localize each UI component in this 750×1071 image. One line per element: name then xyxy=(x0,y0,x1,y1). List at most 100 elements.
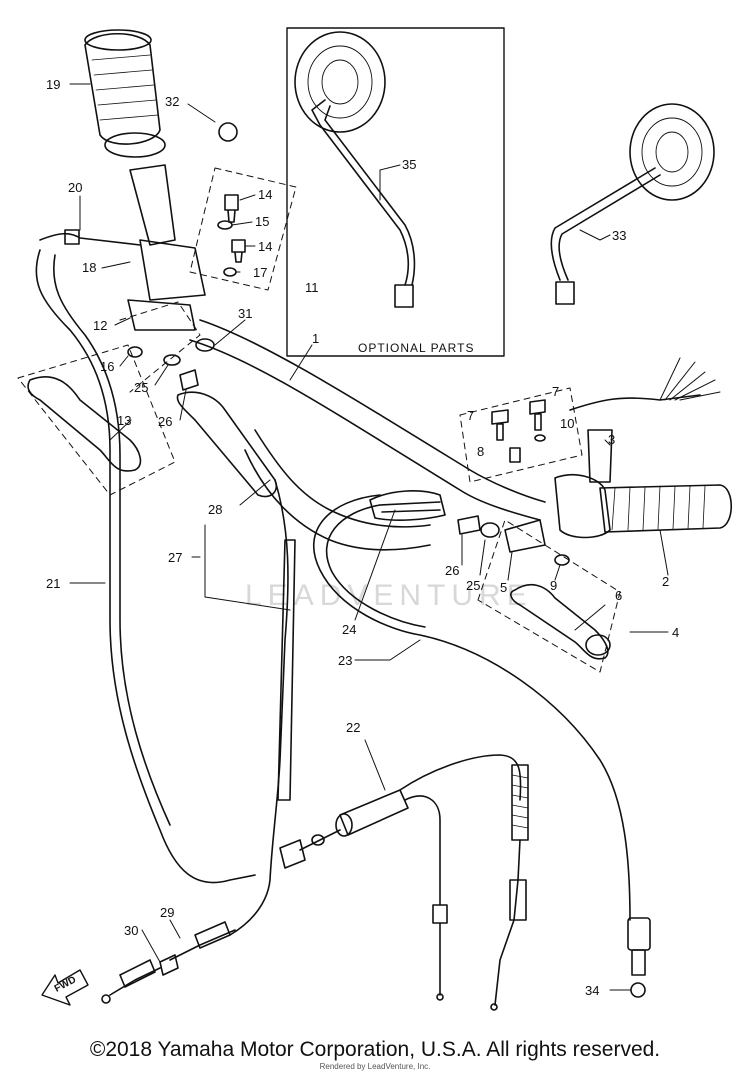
cable-22-end xyxy=(335,813,353,837)
callout-27: 27 xyxy=(168,550,182,565)
callout-34: 34 xyxy=(585,983,599,998)
rod-30-tip xyxy=(101,994,111,1004)
left-grip-end xyxy=(84,29,152,51)
callout-30: 30 xyxy=(124,923,138,938)
callout-1: 1 xyxy=(312,331,319,346)
mirror-35-stem-b xyxy=(324,105,416,286)
clutch-cable-adjuster xyxy=(39,232,141,246)
right-grip-texture xyxy=(611,485,706,531)
cable-22-housing xyxy=(339,789,409,836)
mirror-33-stem-b xyxy=(558,174,661,281)
lever-bracket-5 xyxy=(504,519,546,553)
mirror-33-ring2 xyxy=(655,131,689,173)
right-grip xyxy=(599,484,732,533)
left-bar-tube xyxy=(129,164,176,246)
callout-20: 20 xyxy=(68,180,82,195)
callout-11: 11 xyxy=(305,280,319,295)
throttle-part-25 xyxy=(163,354,181,366)
wire-ends xyxy=(659,357,721,401)
callout-35: 35 xyxy=(402,157,416,172)
callout-23: 23 xyxy=(338,653,352,668)
cable-22-spring-coils xyxy=(511,774,529,829)
mirror-33 xyxy=(629,103,715,201)
cable-23-inner xyxy=(325,504,426,628)
cable-22-end-a xyxy=(432,904,448,924)
mirror-35-base xyxy=(394,284,414,308)
throttle-part-26 xyxy=(179,369,199,391)
part-25b xyxy=(480,522,500,538)
mirror-35 xyxy=(294,31,386,133)
callout-16: 16 xyxy=(100,359,114,374)
nut-16 xyxy=(127,346,143,358)
handlebar-lower xyxy=(189,339,541,521)
cable-22-tip-b xyxy=(490,1003,498,1011)
throttle-part-31 xyxy=(195,338,215,352)
cable-end-34-tip xyxy=(631,949,646,976)
screw-14b xyxy=(231,239,246,263)
callout-13: 13 xyxy=(117,413,131,428)
handlebar-bend-lower xyxy=(244,449,431,551)
handlebar-pad-24 xyxy=(369,490,446,521)
callout-15: 15 xyxy=(255,214,269,229)
optional-parts-label: OPTIONAL PARTS xyxy=(358,341,474,355)
callout-7a: 7 xyxy=(467,408,474,423)
cable-27-sheath xyxy=(277,539,296,801)
callout-17: 17 xyxy=(253,265,267,280)
callout-26a: 26 xyxy=(158,414,172,429)
right-switch-3 xyxy=(587,429,613,483)
left-lever xyxy=(27,375,142,472)
cable-22-block xyxy=(509,879,527,921)
callout-14a: 14 xyxy=(258,187,272,202)
rendered-by-note: Rendered by LeadVenture, Inc. xyxy=(319,1062,431,1071)
bolt-7b xyxy=(529,399,546,431)
mirror-33-ring1 xyxy=(641,117,703,187)
junction-connector xyxy=(279,839,306,869)
right-lever xyxy=(510,583,609,660)
right-lever-tip xyxy=(585,634,611,656)
left-grip xyxy=(84,32,161,145)
left-switch-housing xyxy=(139,239,206,301)
left-grip-flange xyxy=(104,132,166,158)
fwd-arrow-icon xyxy=(41,969,89,1006)
part-26b xyxy=(457,515,481,535)
callout-9: 9 xyxy=(550,578,557,593)
optional-parts-box xyxy=(286,27,505,357)
callout-6: 6 xyxy=(615,588,622,603)
mirror-35-ring1 xyxy=(307,45,373,119)
callout-numbers: 19 32 20 14 15 14 18 17 11 12 31 16 1 25… xyxy=(46,77,679,998)
cable-22-sheath xyxy=(404,795,441,906)
dashed-group-right-bolts xyxy=(459,387,583,483)
callout-22: 22 xyxy=(346,720,360,735)
dashed-group-left-switch xyxy=(189,167,297,291)
callout-12: 12 xyxy=(93,318,107,333)
adjuster-29 xyxy=(194,921,231,949)
callout-3: 3 xyxy=(608,432,615,447)
washer-10 xyxy=(534,434,546,442)
nut-9 xyxy=(554,554,570,566)
adjuster-30 xyxy=(159,954,179,976)
cable-23 xyxy=(313,494,631,921)
callout-7b: 7 xyxy=(552,384,559,399)
junction-nut xyxy=(311,834,325,846)
callout-31: 31 xyxy=(238,306,252,321)
callout-2: 2 xyxy=(662,574,669,589)
dashed-group-right-lever xyxy=(477,519,621,673)
callout-25b: 25 xyxy=(466,578,480,593)
mirror-33-base xyxy=(555,281,575,305)
rod-30-sleeve xyxy=(119,959,156,988)
cable-29 xyxy=(169,929,236,961)
mirror-35-stem xyxy=(311,99,410,286)
mirror-35-ring2 xyxy=(321,59,359,105)
dashed-group-left-lever xyxy=(17,344,176,496)
mirror-33-stem xyxy=(550,167,656,281)
pad-lines xyxy=(379,501,441,513)
left-lever-bracket xyxy=(127,299,196,331)
callout-19: 19 xyxy=(46,77,60,92)
cable-21 xyxy=(35,249,256,884)
right-switch-housing xyxy=(554,474,611,539)
callout-24: 24 xyxy=(342,622,356,637)
callout-14b: 14 xyxy=(258,239,272,254)
callout-26b: 26 xyxy=(445,563,459,578)
copyright-footer: ©2018 Yamaha Motor Corporation, U.S.A. A… xyxy=(89,1038,661,1061)
